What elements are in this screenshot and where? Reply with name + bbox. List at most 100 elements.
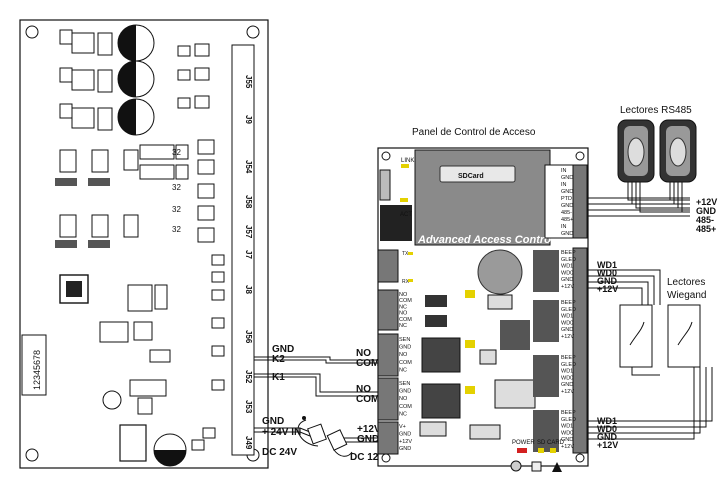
ce-icon bbox=[531, 461, 542, 472]
rs485-wire-plus: 485+ bbox=[696, 224, 716, 234]
rs485-wire-12v: +12V bbox=[696, 197, 717, 207]
board-dc24-label: DC 24V bbox=[262, 447, 297, 458]
rs485-wire-gnd: GND bbox=[696, 206, 717, 216]
rs485-title: Lectores RS485 bbox=[620, 105, 692, 116]
terminal-label: GND bbox=[399, 345, 411, 351]
chip-label: 32 bbox=[172, 183, 181, 192]
terminal-label: COM bbox=[399, 317, 412, 323]
terminal-label: WD1 bbox=[561, 314, 573, 320]
terminal-label: GLED bbox=[561, 362, 576, 368]
dip-label: 12345678 bbox=[32, 350, 42, 390]
terminal-label: NC bbox=[399, 411, 407, 417]
terminal-label: 485- bbox=[561, 210, 572, 216]
terminal-label: 485+ bbox=[561, 217, 573, 223]
act-label: ACT bbox=[400, 212, 412, 218]
relay-com1-label: COM bbox=[356, 358, 379, 369]
terminal-label: NO bbox=[399, 292, 408, 298]
wiegand-terminal-labels: BEEPGLEDWD1WD0GND+12VBEEPGLEDWD1WD0GND+1… bbox=[561, 250, 576, 450]
ethernet-jack bbox=[380, 205, 412, 241]
supply-plus12-label: +12V bbox=[357, 424, 381, 435]
terminal-label: GND bbox=[561, 327, 573, 333]
chip-label: 32 bbox=[172, 205, 181, 214]
sd-label: SD bbox=[537, 440, 546, 446]
terminal-label: NO bbox=[399, 352, 408, 358]
wiegand-title-line2: Wiegand bbox=[667, 290, 706, 301]
terminal-label: GLED bbox=[561, 417, 576, 423]
sdcard-slot bbox=[414, 149, 551, 246]
header-label: J53 bbox=[244, 400, 253, 414]
wiegand-top-12v: +12V bbox=[597, 284, 618, 294]
header-label: J55 bbox=[244, 75, 253, 89]
rs485-wire-minus: 485- bbox=[696, 215, 714, 225]
panel-title: Panel de Control de Acceso bbox=[412, 127, 536, 138]
terminal-label: BEEP bbox=[561, 355, 576, 361]
relay-no1-label: NO bbox=[356, 348, 371, 359]
terminal-label: +12V bbox=[561, 334, 574, 340]
terminal-label: IN bbox=[561, 182, 567, 188]
board-to-panel-wires bbox=[254, 356, 378, 443]
ic-clusters bbox=[55, 149, 216, 467]
wiegand-top-wd0: WD0 bbox=[597, 268, 617, 278]
terminal-label: +12V bbox=[561, 444, 574, 450]
supply-dc12-label: DC 12V bbox=[350, 452, 385, 463]
terminal-label: WD0 bbox=[561, 270, 573, 276]
card-label: CARD bbox=[547, 440, 565, 446]
dc12-adapter bbox=[326, 429, 353, 457]
wiegand-bottom-12v: +12V bbox=[597, 440, 618, 450]
terminal-label: WD1 bbox=[561, 264, 573, 270]
recycle-icon bbox=[510, 460, 522, 472]
terminal-label: NO bbox=[399, 311, 408, 317]
header-label: J49 bbox=[244, 436, 253, 450]
relay-no2-label: NO bbox=[356, 384, 371, 395]
supply-gnd-label: GND bbox=[357, 434, 379, 445]
terminal-label: BEEP bbox=[561, 250, 576, 256]
terminal-label: NC bbox=[399, 323, 407, 329]
brand-label: Advanced Access Control bbox=[417, 234, 555, 246]
terminal-label: +12V bbox=[399, 439, 412, 445]
terminal-label: COM bbox=[399, 404, 412, 410]
terminal-label: COM bbox=[399, 298, 412, 304]
terminal-label: WD0 bbox=[561, 375, 573, 381]
terminal-label: WD0 bbox=[561, 320, 573, 326]
dip-switch: 12345678 bbox=[21, 334, 47, 396]
relay-board: 12345678 32 32 32 32 J55J9J54J58J57J7J8J… bbox=[19, 19, 301, 469]
terminal-label: WD1 bbox=[561, 369, 573, 375]
rx-label: RX bbox=[402, 279, 410, 285]
header-label: J54 bbox=[244, 160, 253, 174]
terminal-label: IN bbox=[561, 224, 567, 230]
terminal-label: +12V bbox=[561, 389, 574, 395]
terminal-label: WD0 bbox=[561, 430, 573, 436]
left-terminal-labels: NOCOMNCNOCOMNCSENGNDNOCOMNCSENGNDNOCOMNC… bbox=[399, 292, 412, 452]
terminal-label: NO bbox=[399, 396, 408, 402]
wiegand-top-wd1: WD1 bbox=[597, 260, 617, 270]
wiegand-title-line1: Lectores bbox=[667, 277, 705, 288]
wiegand-bottom-gnd: GND bbox=[597, 432, 618, 442]
mount-hole bbox=[25, 25, 39, 39]
terminal-label: GND bbox=[561, 277, 573, 283]
control-panel: Panel de Control de Acceso SDCard Advanc… bbox=[377, 127, 589, 472]
chip-label: 32 bbox=[172, 225, 181, 234]
header-label: J8 bbox=[244, 285, 253, 294]
regulator-block bbox=[59, 29, 113, 131]
header-label: J57 bbox=[244, 225, 253, 239]
terminal-label: GND bbox=[561, 382, 573, 388]
terminal-label: GLED bbox=[561, 307, 576, 313]
terminal-label: GND bbox=[561, 175, 573, 181]
rs485-reader bbox=[659, 119, 697, 183]
chip-label: 32 bbox=[172, 148, 181, 157]
terminal-label: PTD bbox=[561, 196, 572, 202]
terminal-label: GLED bbox=[561, 257, 576, 263]
power-label: POWER bbox=[512, 440, 535, 446]
terminal-label: GND bbox=[399, 431, 411, 437]
board-gnd-label: GND bbox=[272, 344, 294, 355]
relay-com2-label: COM bbox=[356, 394, 379, 405]
header-label: J7 bbox=[244, 250, 253, 259]
terminal-label: GND bbox=[399, 446, 411, 452]
terminal-label: V+ bbox=[399, 424, 406, 430]
board-gnd2-label: GND bbox=[262, 416, 284, 427]
wiegand-bottom-wd1: WD1 bbox=[597, 416, 617, 426]
terminal-label: SEN bbox=[399, 381, 410, 387]
terminal-label: SEN bbox=[399, 337, 410, 343]
mount-hole bbox=[246, 25, 260, 39]
